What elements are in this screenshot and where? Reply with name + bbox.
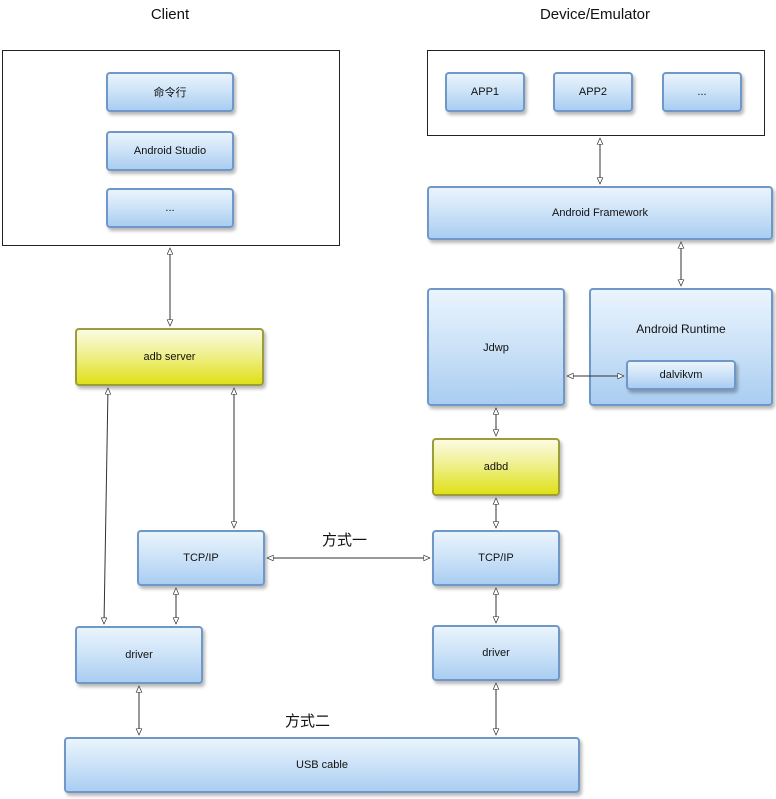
device-driver-node: driver <box>432 625 560 681</box>
android-studio-node: Android Studio <box>106 131 234 171</box>
client-heading: Client <box>150 6 190 23</box>
other-apps-node: ... <box>662 72 742 112</box>
command-line-node: 命令行 <box>106 72 234 112</box>
android-framework-node: Android Framework <box>427 186 773 240</box>
app2-node: APP2 <box>553 72 633 112</box>
dalvikvm-node: dalvikvm <box>626 360 736 390</box>
device-heading: Device/Emulator <box>539 6 651 23</box>
client-tcpip-node: TCP/IP <box>137 530 265 586</box>
method1-label: 方式一 <box>322 532 368 549</box>
adb-server-to-driver-connector <box>104 388 108 624</box>
usb-cable-node: USB cable <box>64 737 580 793</box>
app1-node: APP1 <box>445 72 525 112</box>
android-runtime-label: Android Runtime <box>636 322 726 336</box>
client-driver-node: driver <box>75 626 203 684</box>
jdwp-node: Jdwp <box>427 288 565 406</box>
method2-label: 方式二 <box>285 713 331 730</box>
adbd-node: adbd <box>432 438 560 496</box>
adb-server-node: adb server <box>75 328 264 386</box>
device-tcpip-node: TCP/IP <box>432 530 560 586</box>
other-tools-node: ... <box>106 188 234 228</box>
